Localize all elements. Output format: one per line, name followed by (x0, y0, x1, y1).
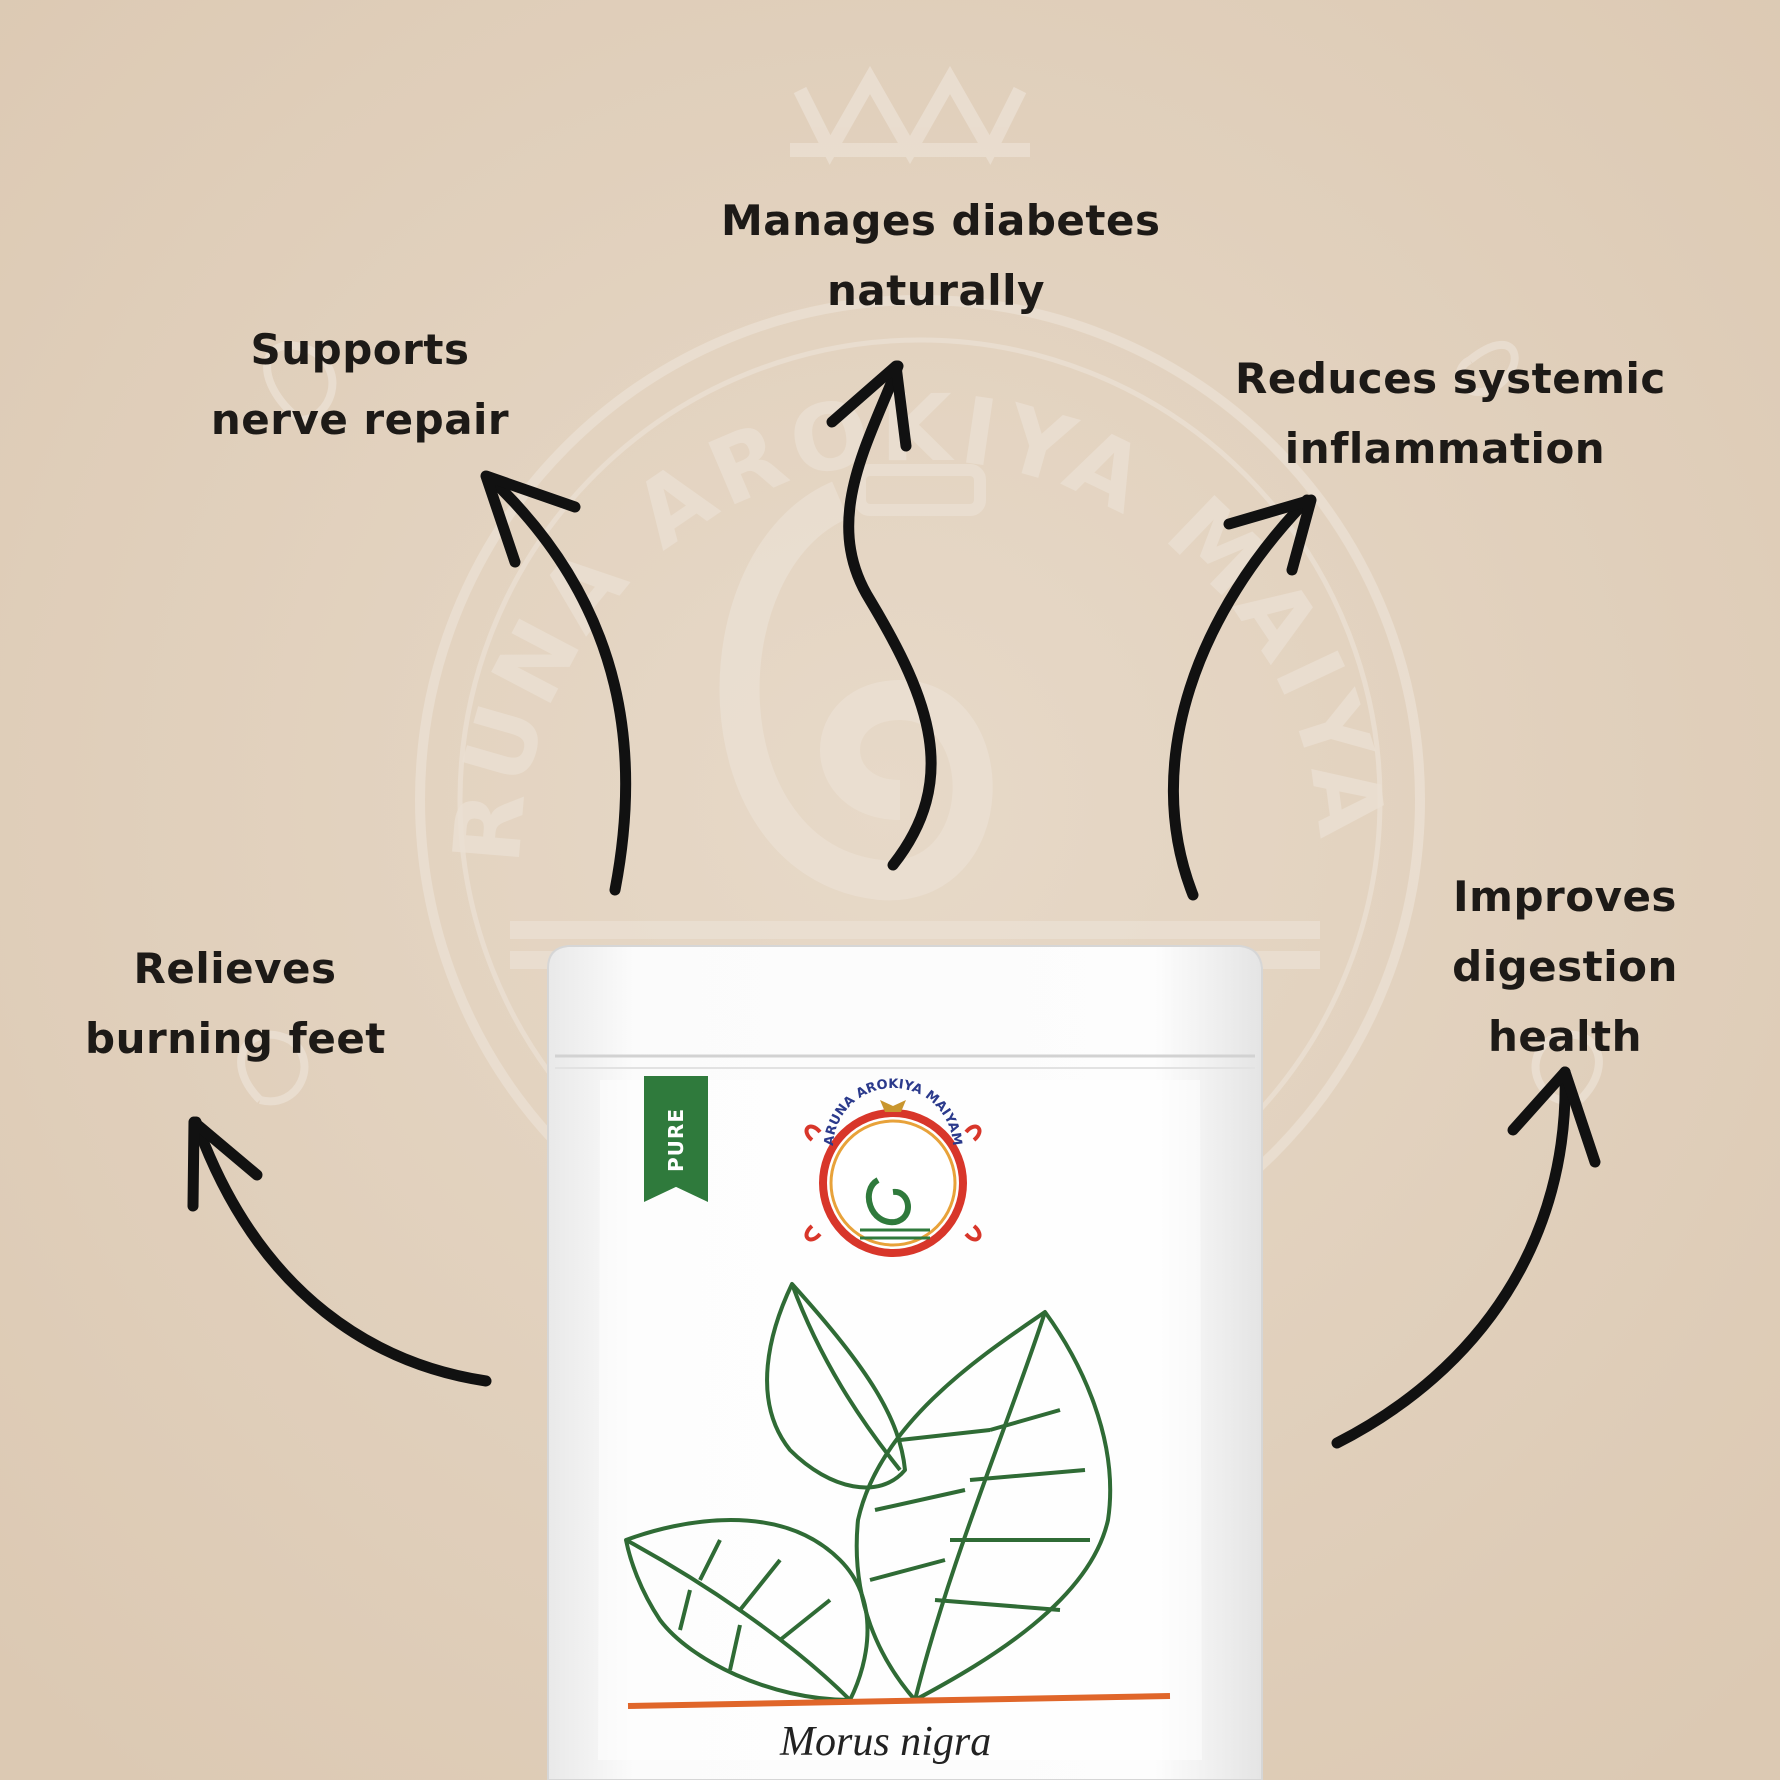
pure-badge-label: PURE (664, 1108, 688, 1172)
arrow-nerve (480, 470, 632, 896)
arrow-burning-feet (187, 1116, 492, 1387)
species-name: Morus nigra (780, 1719, 992, 1765)
pure-badge: PURE (644, 1076, 708, 1202)
arrow-digestion (1331, 1066, 1601, 1449)
brand-logo: ARUNA AROKIYA MAIYAM (804, 1077, 982, 1257)
product-pouch: ARUNA AROKIYA MAIYAM (547, 945, 1263, 1780)
accent-line (627, 1693, 1171, 1709)
arrow-inflammation (1168, 494, 1317, 901)
arrow-diabetes (826, 360, 937, 871)
